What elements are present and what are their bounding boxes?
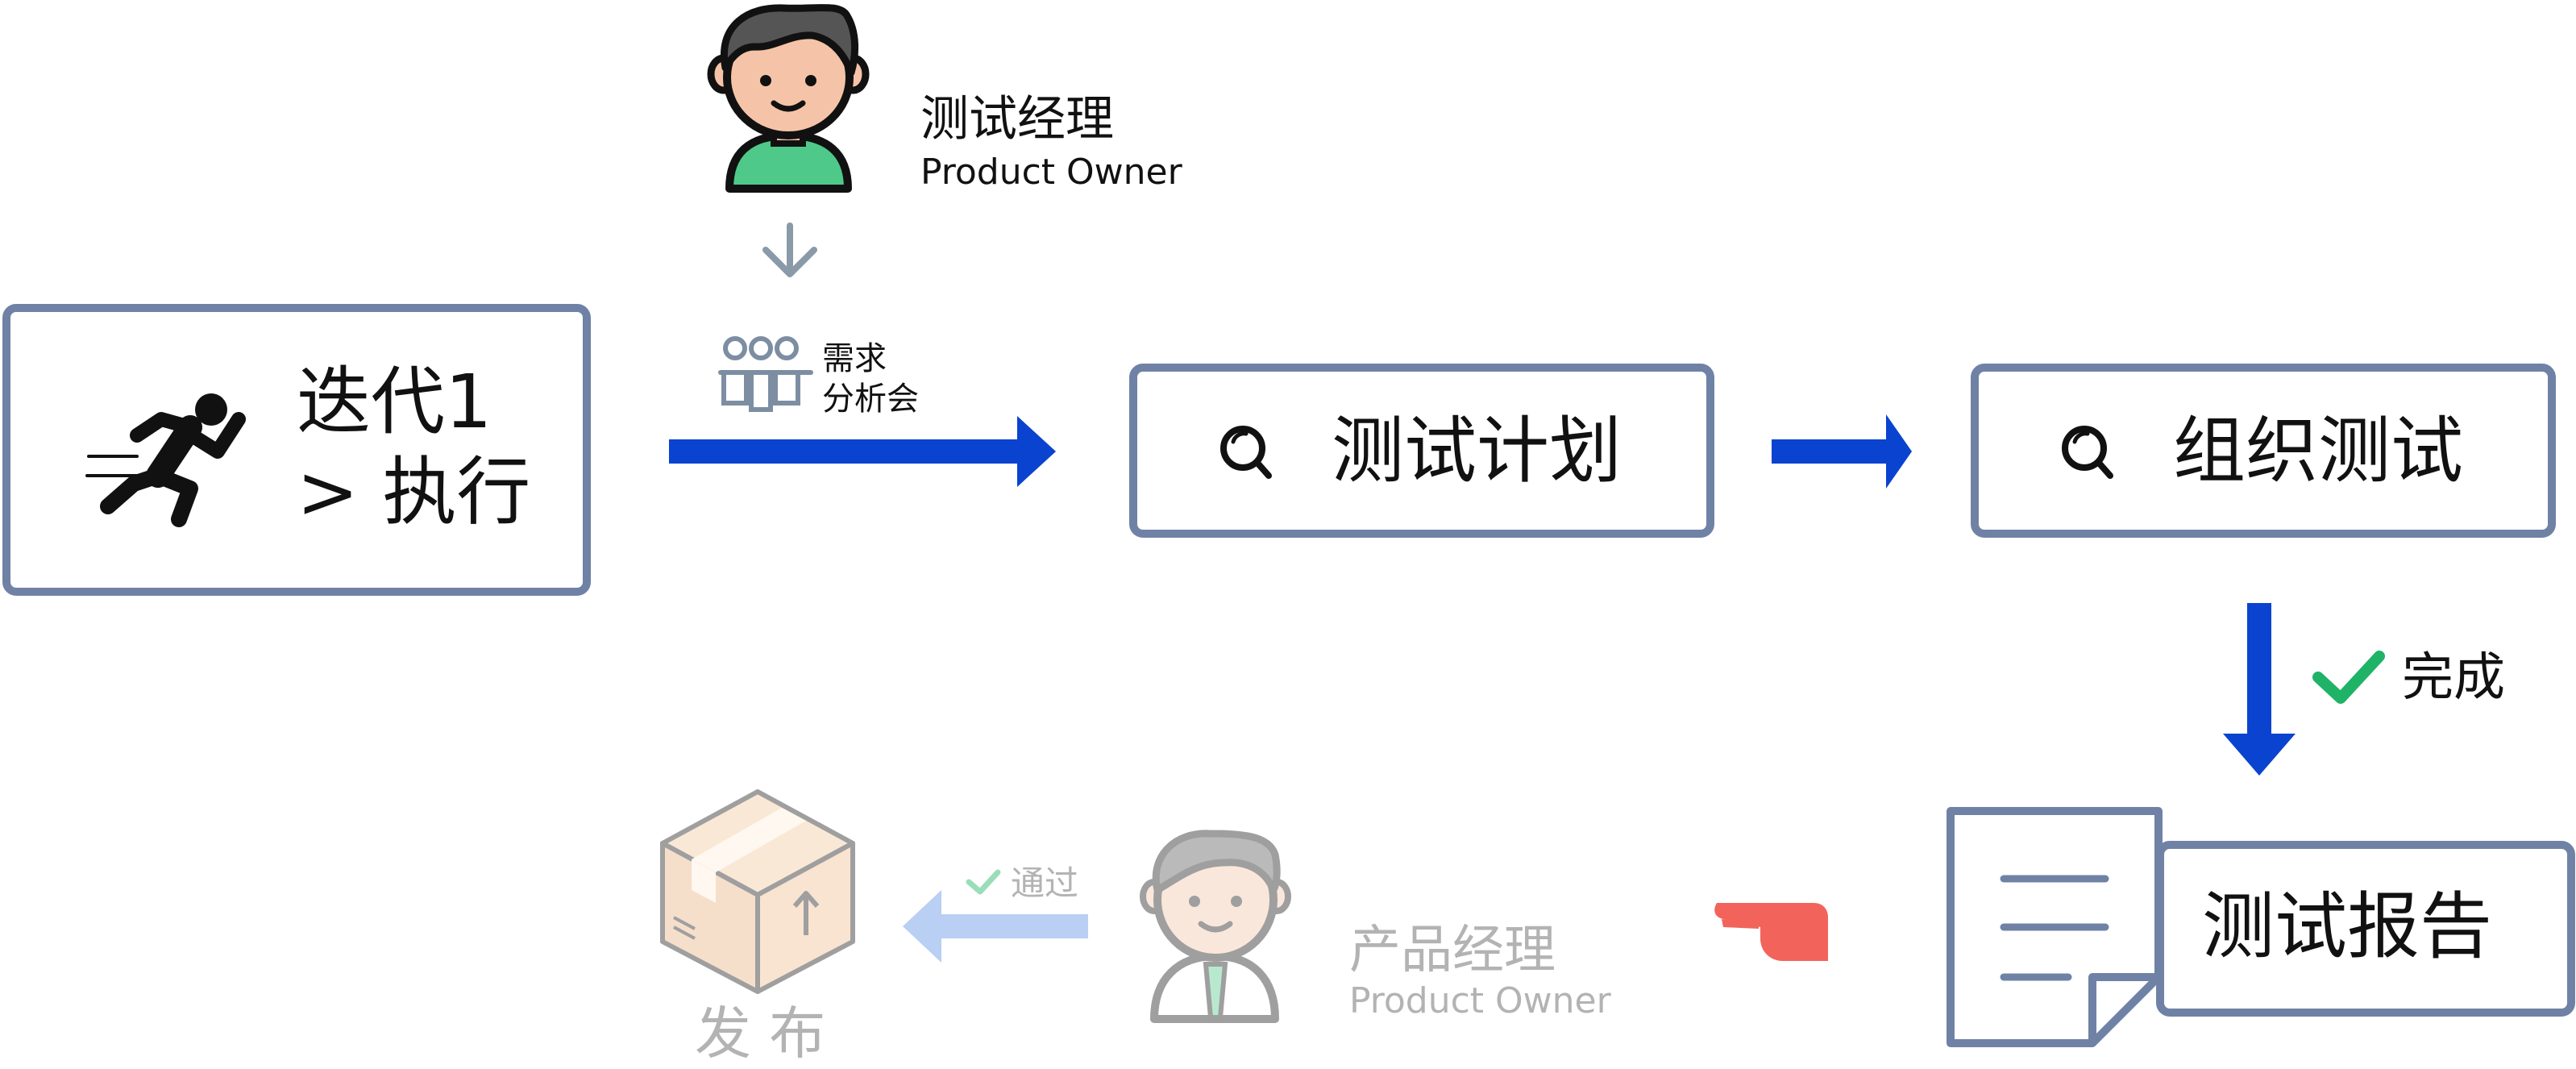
done-label: 完成 (2402, 648, 2505, 708)
meeting-icon (718, 336, 813, 412)
meeting-label-line2: 分析会 (822, 381, 919, 418)
arrow-to-release (903, 890, 1088, 963)
product-manager-subtitle: Product Owner (1349, 980, 1612, 1021)
organize-test-box (1971, 364, 2556, 538)
product-manager-avatar (1140, 830, 1291, 1023)
package-icon (660, 789, 855, 994)
arrow-to-organize-test (1772, 414, 1912, 489)
release-label: 发 布 (695, 1000, 825, 1067)
running-man-icon (85, 393, 246, 527)
arrow-to-report (2223, 603, 2296, 776)
check-icon (966, 869, 1001, 895)
down-arrow-small (762, 223, 817, 277)
iteration-line1: 迭代1 (297, 359, 492, 445)
document-icon (1947, 807, 2163, 1047)
test-manager-avatar (707, 4, 870, 193)
test-manager-title: 测试经理 (920, 91, 1114, 148)
test-plan-label: 测试计划 (1332, 409, 1622, 493)
product-manager-title: 产品经理 (1349, 921, 1556, 980)
report-label: 测试报告 (2202, 884, 2492, 969)
search-icon (1220, 426, 1272, 479)
meeting-label-line1: 需求 (822, 340, 887, 377)
iteration-line2: > 执行 (297, 449, 530, 535)
iteration-box (2, 304, 591, 596)
pass-label: 通过 (1011, 863, 1078, 903)
pointing-hand-icon (1714, 903, 1828, 961)
arrow-to-test-plan (669, 416, 1056, 487)
search-icon (2062, 426, 2113, 479)
check-icon (2312, 651, 2385, 704)
organize-test-label: 组织测试 (2173, 409, 2463, 493)
test-plan-box (1129, 364, 1714, 538)
test-manager-subtitle: Product Owner (920, 152, 1183, 193)
